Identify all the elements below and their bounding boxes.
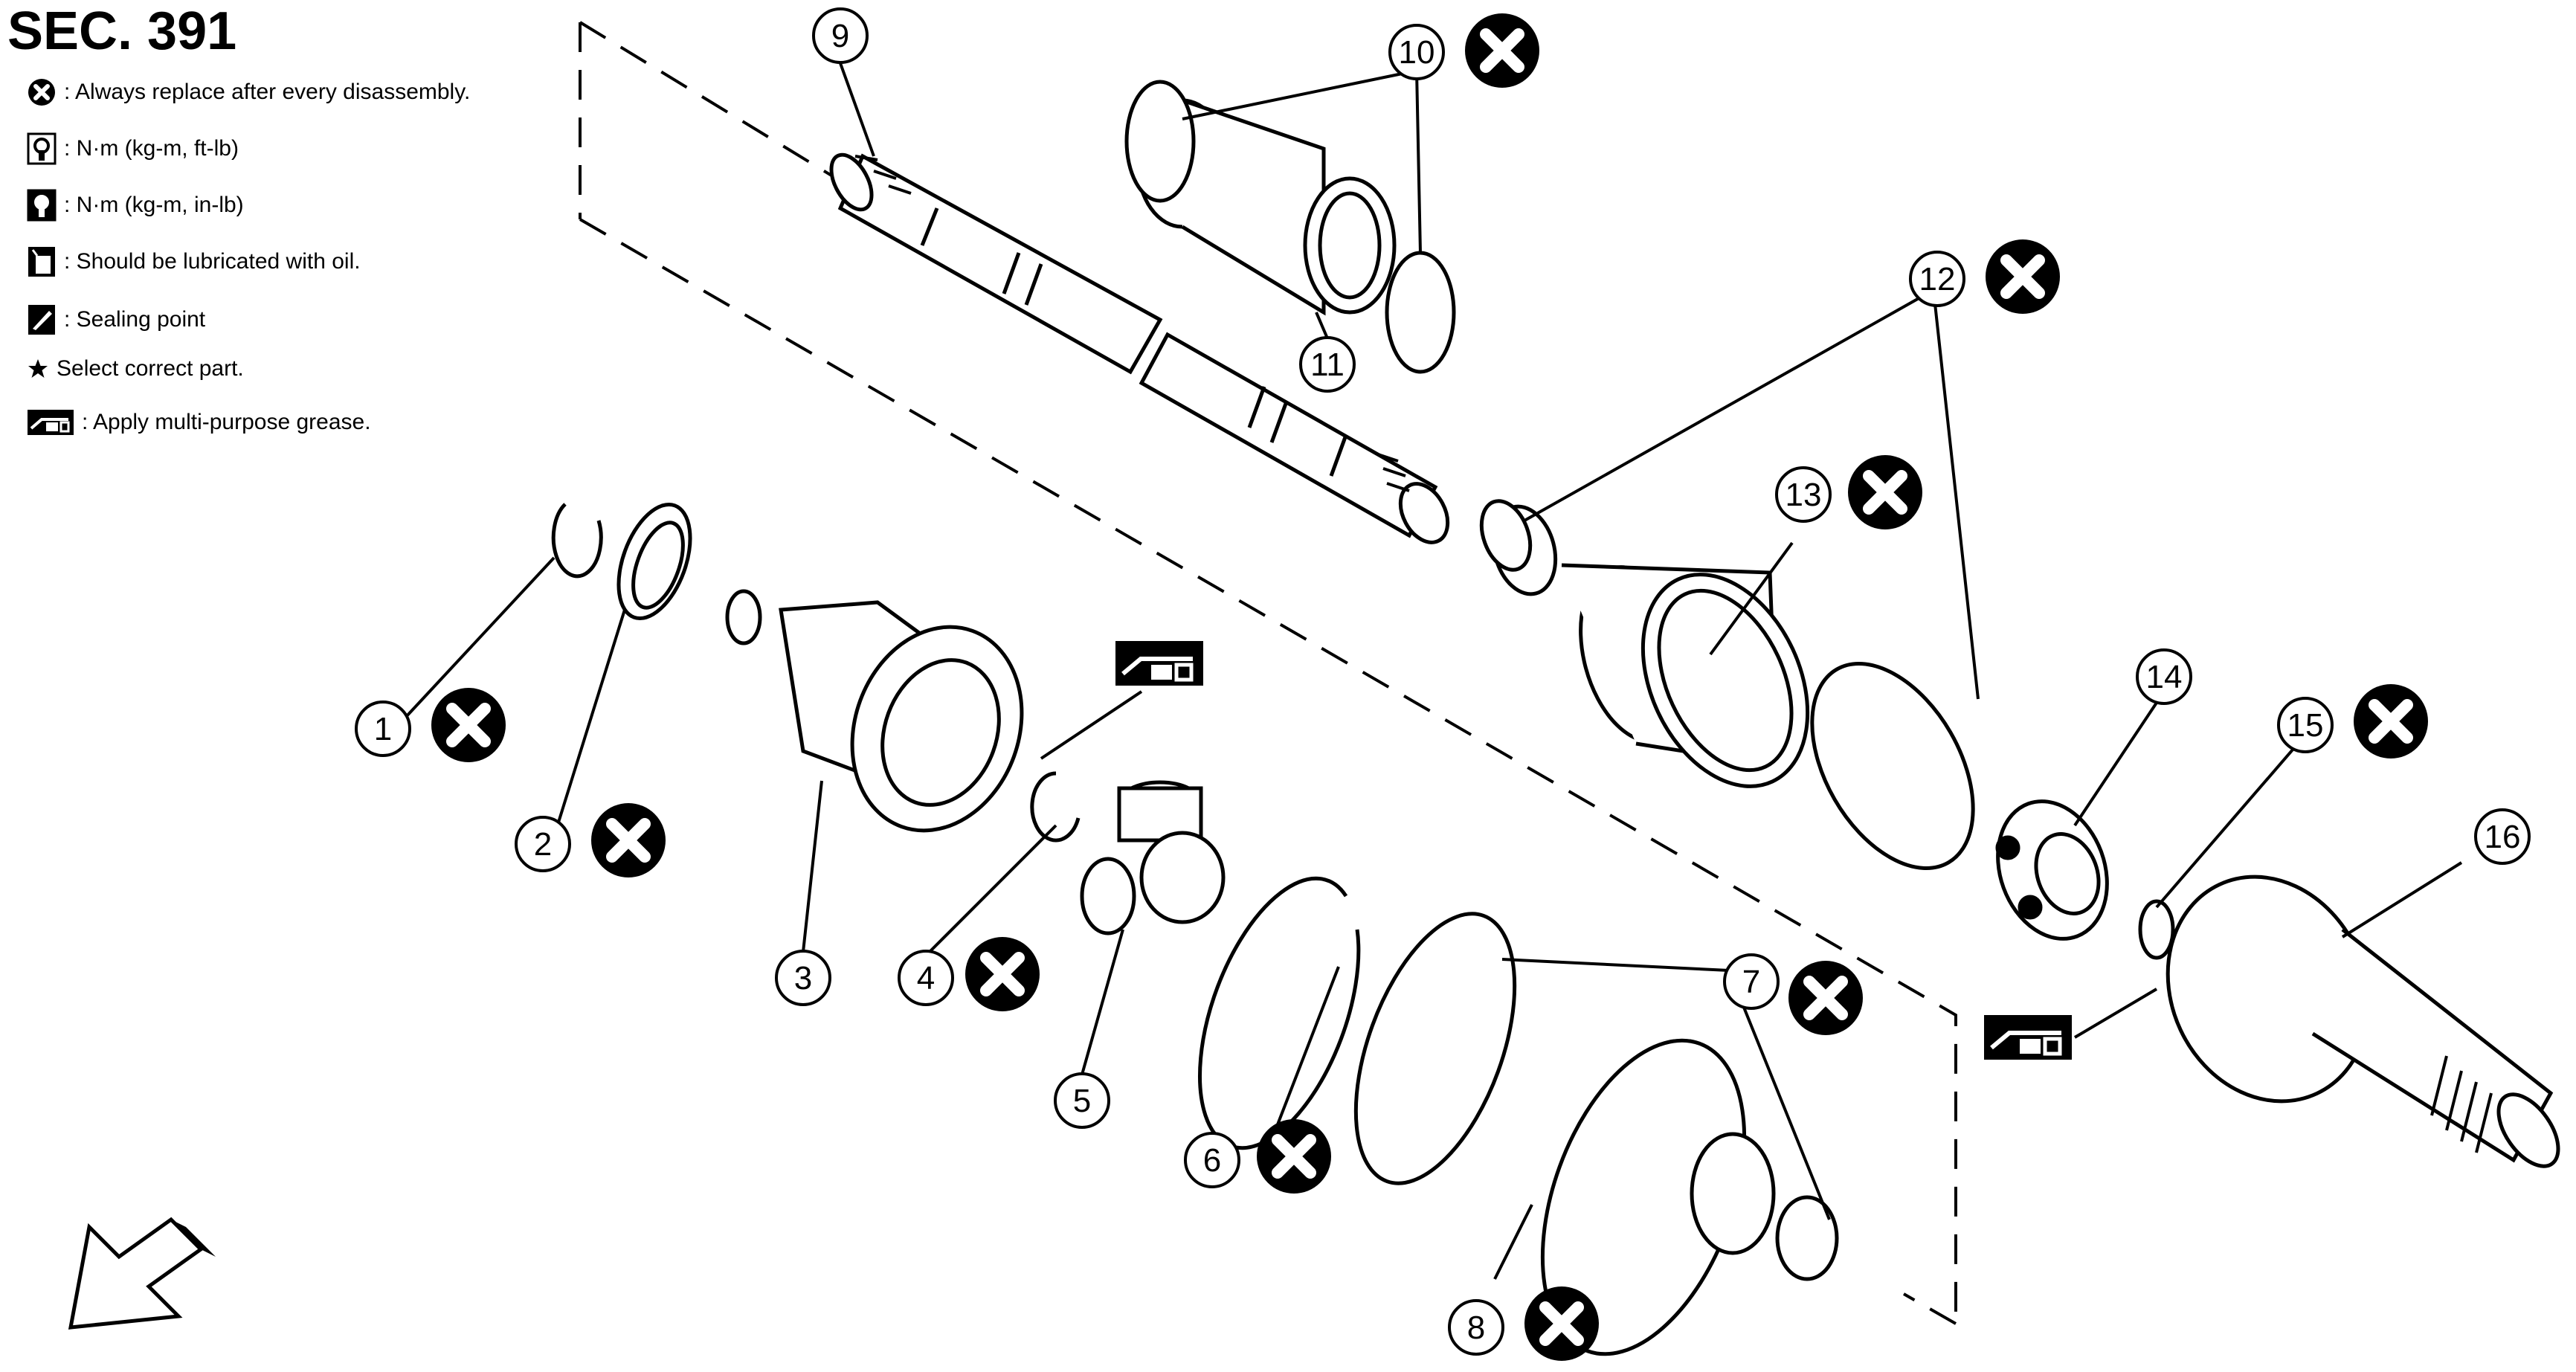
svg-text:4: 4	[917, 960, 935, 996]
drive-shaft	[829, 152, 1450, 544]
callout-10: 10	[1388, 13, 1539, 88]
callout-9: 9	[812, 7, 869, 64]
star-icon	[28, 359, 48, 378]
legend-item-grease: : Apply multi-purpose grease.	[27, 402, 371, 443]
legend-item-oil: : Should be lubricated with oil.	[27, 241, 361, 283]
callout-15: 15	[2277, 684, 2428, 759]
callout-4: 4	[898, 937, 1040, 1011]
replace-x-icon	[1465, 13, 1539, 88]
callout-16: 16	[2474, 808, 2531, 865]
inboard-parts	[551, 502, 1839, 1356]
callout-3: 3	[775, 950, 831, 1006]
replace-x-icon	[1848, 455, 1922, 529]
callout-1: 1	[355, 688, 506, 762]
callout-13: 13	[1775, 455, 1922, 529]
replace-x-icon	[431, 688, 506, 762]
legend-item-replace: : Always replace after every disassembly…	[27, 71, 470, 113]
svg-text:11: 11	[1310, 347, 1345, 383]
dashed-assembly-outline	[579, 21, 1957, 1325]
legend-item-torque-ftlb: : N·m (kg-m, ft-lb)	[27, 128, 239, 170]
replace-x-icon	[1257, 1119, 1331, 1194]
legend-text: : N·m (kg-m, ft-lb)	[64, 136, 239, 161]
grease-gun-icon	[1115, 641, 1203, 686]
callout-2: 2	[515, 803, 666, 877]
replace-x-icon	[28, 79, 55, 106]
callout-5: 5	[1054, 1072, 1110, 1129]
outboard-joint	[2166, 875, 2560, 1168]
boot-inner-top	[1124, 80, 1456, 374]
svg-text:3: 3	[794, 960, 812, 996]
callout-7: 7	[1723, 953, 1863, 1035]
svg-text:8: 8	[1467, 1310, 1485, 1346]
grease-gun-icon	[28, 410, 74, 435]
svg-text:13: 13	[1786, 477, 1822, 513]
callouts: 1 2 3 4 5 6 7 8 9 10 11 12 13 14 15 16	[355, 7, 2531, 1361]
torque-wrench-small-icon	[27, 189, 57, 222]
boot-outer	[1479, 499, 1975, 870]
replace-x-icon	[1524, 1286, 1599, 1361]
leader-lines	[404, 62, 2463, 1280]
legend-item-select: Select correct part.	[27, 348, 244, 390]
legend-item-torque-inlb: : N·m (kg-m, in-lb)	[27, 184, 244, 226]
svg-text:10: 10	[1399, 34, 1435, 71]
svg-text:15: 15	[2287, 707, 2324, 744]
replace-x-icon	[1788, 961, 1863, 1035]
legend-text: : Apply multi-purpose grease.	[82, 410, 371, 434]
replace-x-icon	[1986, 239, 2060, 314]
callout-12: 12	[1909, 239, 2060, 314]
grease-gun-icon	[1984, 1015, 2072, 1060]
replace-x-icon	[2354, 684, 2428, 759]
legend-text: : Should be lubricated with oil.	[64, 249, 361, 274]
callout-11: 11	[1299, 336, 1356, 393]
legend-text: : Sealing point	[64, 307, 206, 332]
svg-text:6: 6	[1203, 1142, 1221, 1179]
svg-text:14: 14	[2146, 659, 2183, 695]
replace-x-icon	[965, 937, 1040, 1011]
svg-text:16: 16	[2485, 819, 2521, 855]
svg-text:7: 7	[1742, 964, 1760, 1000]
callout-14: 14	[2136, 648, 2192, 705]
ball-cage	[1995, 799, 2175, 960]
legend-text: : Always replace after every disassembly…	[64, 80, 471, 104]
svg-text:12: 12	[1919, 261, 1956, 297]
oil-can-icon	[28, 247, 55, 277]
legend-text: : N·m (kg-m, in-lb)	[64, 193, 244, 217]
legend-text: Select correct part.	[57, 356, 244, 381]
legend-item-sealing: : Sealing point	[27, 299, 205, 341]
callout-8: 8	[1448, 1286, 1599, 1361]
replace-x-icon	[591, 803, 666, 877]
page-title: SEC. 391	[7, 1, 237, 61]
svg-text:9: 9	[831, 18, 849, 54]
svg-text:5: 5	[1073, 1083, 1091, 1119]
front-arrow-icon	[68, 1217, 216, 1330]
torque-wrench-icon	[27, 132, 57, 165]
svg-text:1: 1	[374, 711, 392, 747]
svg-text:2: 2	[534, 826, 552, 863]
callout-6: 6	[1184, 1119, 1331, 1194]
sealant-icon	[28, 305, 55, 335]
